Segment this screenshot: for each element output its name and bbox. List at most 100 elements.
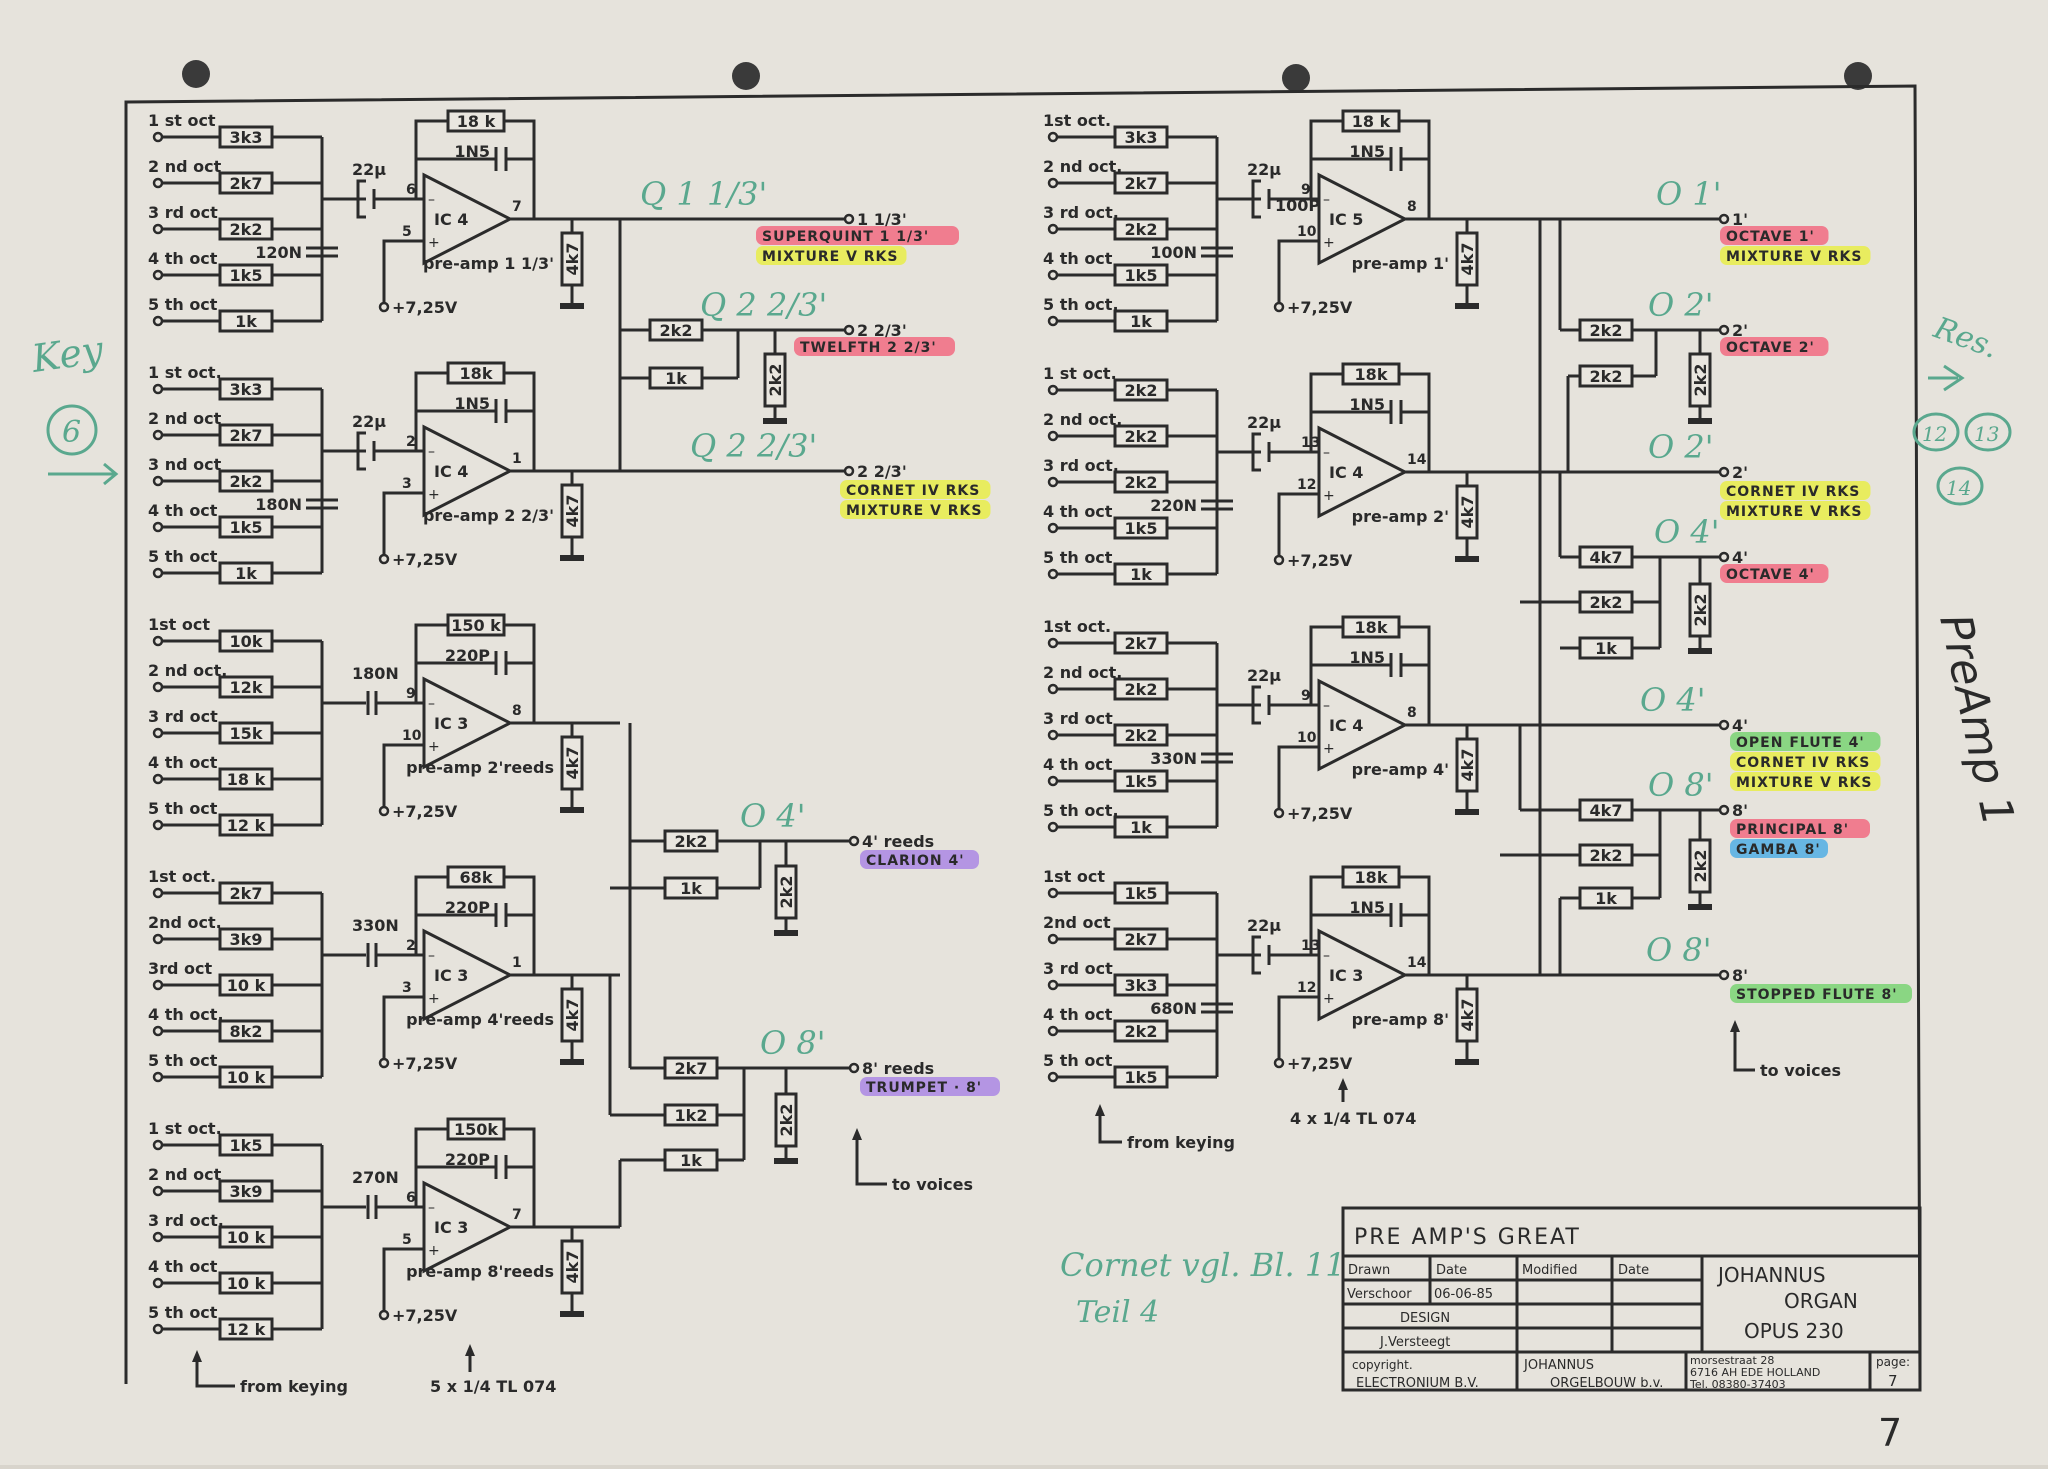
preamp-name: pre-amp 1' — [1352, 254, 1449, 273]
pin-label: 12 — [1297, 477, 1316, 493]
resistor-value: 1k — [1130, 818, 1152, 837]
company-line-2: ORGAN — [1784, 1289, 1858, 1313]
copyright-holder: ELECTRONIUM B.V. — [1356, 1376, 1479, 1391]
resistor: 18 k — [446, 109, 506, 133]
ground-symbol — [560, 1059, 584, 1065]
terminal — [1047, 1025, 1059, 1037]
resistor-body — [1341, 615, 1401, 639]
resistor-value: 12 k — [227, 1320, 266, 1339]
preamp-name: pre-amp 8' — [1352, 1010, 1449, 1029]
from-keying-label: from keying — [1127, 1133, 1235, 1152]
stop-name: OCTAVE 2' — [1726, 340, 1815, 356]
resistor-body — [446, 109, 506, 133]
extra-cap-label: 100P — [1275, 196, 1320, 215]
supply-label: +7,25V — [1287, 804, 1353, 823]
resistor: 12 k — [218, 1317, 274, 1341]
stop-highlight-purple — [860, 1077, 1000, 1096]
output-pin-label: 2 2/3' — [857, 321, 907, 340]
resistor: 2k7 — [218, 881, 274, 905]
octave-input-label: 2 nd oct. — [1043, 157, 1122, 176]
resistor-value: 15k — [230, 724, 263, 743]
pin-label: 2 — [406, 434, 416, 450]
stop-highlight-purple — [860, 850, 979, 869]
terminal — [152, 1277, 164, 1289]
resistor-value: 2k2 — [1125, 381, 1158, 400]
design-label: DESIGN — [1400, 1311, 1450, 1326]
stop-name: OCTAVE 4' — [1726, 567, 1815, 583]
pin-label: 1 — [512, 451, 522, 467]
terminal — [848, 1062, 860, 1074]
octave-input-label: 5 th oct — [1043, 1051, 1113, 1070]
resistor: 3k3 — [218, 377, 274, 401]
pin-label: 14 — [1407, 955, 1427, 971]
resistor: 10 k — [218, 1065, 274, 1089]
terminal — [1273, 807, 1285, 819]
resistor: 3k3 — [1113, 125, 1169, 149]
punch-hole — [1844, 62, 1872, 90]
octave-input-label: 5 th oct — [148, 1303, 218, 1322]
resistor: 18 k — [1341, 109, 1401, 133]
res-item-label: 14 — [1946, 476, 1971, 500]
terminal — [1718, 551, 1730, 563]
terminal — [1047, 522, 1059, 534]
terminal — [843, 324, 855, 336]
resistor: 12 k — [218, 813, 274, 837]
resistor-value: 1k — [680, 1151, 702, 1170]
supply-label: +7,25V — [392, 550, 458, 569]
resistor-value: 2k2 — [1125, 680, 1158, 699]
resistor-body — [446, 865, 506, 889]
resistor-value: 2k2 — [230, 220, 263, 239]
octave-input-label: 4 th oct — [1043, 249, 1113, 268]
op-amp-symbol — [1317, 172, 1409, 266]
resistor: 1k2 — [663, 1103, 719, 1127]
ic-note-right: 4 x 1/4 TL 074 — [1290, 1078, 1416, 1128]
plus-sign: + — [1323, 991, 1335, 1007]
from-keying-label: from keying — [240, 1377, 348, 1396]
resistor-value: 10 k — [227, 976, 266, 995]
resistor: 2k2 — [763, 352, 787, 408]
coupling-cap-label: 22µ — [1247, 413, 1281, 432]
resistor: 18k — [446, 361, 506, 385]
octave-input-label: 5 th oct — [148, 1051, 218, 1070]
resistor-value: 1k — [1595, 889, 1617, 908]
terminal — [152, 1071, 164, 1083]
note-key: Key — [28, 327, 106, 381]
stop-name: MIXTURE V RKS — [1726, 249, 1863, 265]
stop-highlight-yellow — [756, 246, 907, 265]
resistor-value: 2k7 — [230, 174, 263, 193]
to-voices-left: to voices — [852, 1128, 973, 1194]
coupling-cap-label: 22µ — [352, 160, 386, 179]
resistor-value: 1k5 — [1125, 1068, 1158, 1087]
resistor-body — [446, 361, 506, 385]
octave-input-label: 2 nd oct — [148, 409, 222, 428]
pin-label: 9 — [1301, 688, 1311, 704]
resistor-value: 3k9 — [230, 1182, 263, 1201]
octave-input-label: 1 st oct. — [148, 1119, 222, 1138]
ground-symbol — [1455, 556, 1479, 562]
pin-label: 6 — [406, 1190, 416, 1206]
supply-label: +7,25V — [1287, 1054, 1353, 1073]
terminal — [1718, 969, 1730, 981]
octave-input-label: 1st oct — [148, 615, 210, 634]
handwritten-output-note: O 4' — [1654, 513, 1720, 551]
resistor-value: 3k3 — [1125, 128, 1158, 147]
resistor-value: 2k2 — [1691, 850, 1710, 883]
pin-label: 9 — [406, 686, 416, 702]
resistor-value: 18k — [1355, 365, 1388, 384]
terminal — [152, 887, 164, 899]
resistor-value: 4k7 — [563, 495, 582, 528]
resistor: 12k — [218, 675, 274, 699]
resistor-value: 1k5 — [1125, 266, 1158, 285]
octave-input-label: 3 nd oct — [148, 455, 222, 474]
resistor-value: 2k2 — [1590, 321, 1623, 340]
resistor-value: 8k2 — [230, 1022, 263, 1041]
stop-name: MIXTURE V RKS — [1726, 504, 1863, 520]
supply-label: +7,25V — [392, 1306, 458, 1325]
from-keying-right: from keying — [1095, 1104, 1235, 1152]
pin-label: 5 — [402, 224, 412, 240]
ground-symbol — [1455, 1059, 1479, 1065]
